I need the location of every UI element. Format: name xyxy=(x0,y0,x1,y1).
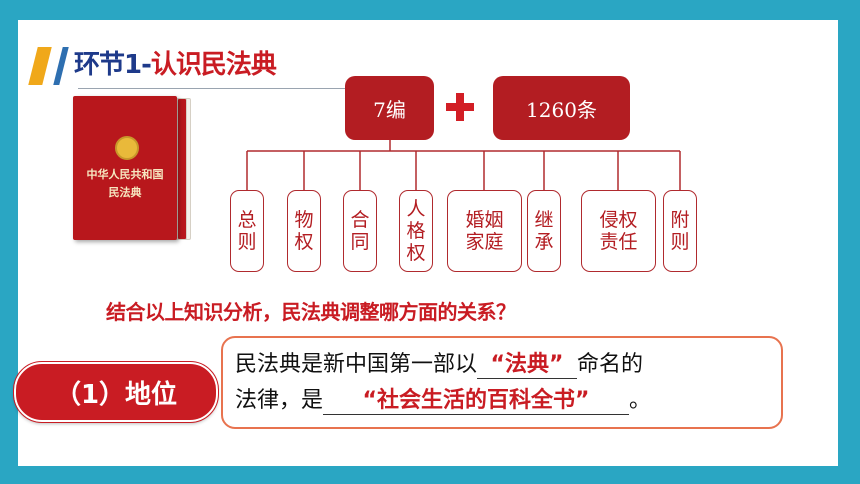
part-personality-rights: 人 格 权 xyxy=(399,190,433,272)
part-succession: 继 承 xyxy=(527,190,561,272)
section-title: 环节1-认识民法典 xyxy=(74,50,277,80)
answer-line-1: 民法典是新中国第一部以“法典”命名的 xyxy=(235,346,643,379)
part-supplementary: 附 则 xyxy=(663,190,697,272)
header-underline xyxy=(78,88,346,89)
part-general-provisions: 总 则 xyxy=(230,190,264,272)
answer-line-2: 法律，是“社会生活的百科全书”。 xyxy=(235,382,651,415)
answer-box: 民法典是新中国第一部以“法典”命名的 法律，是“社会生活的百科全书”。 xyxy=(221,336,783,429)
box-chapters: 7编 xyxy=(345,76,434,140)
part-real-rights: 物 权 xyxy=(287,190,321,272)
answer-blank-2: “社会生活的百科全书” xyxy=(323,382,630,415)
section-label-status: （1）地位 xyxy=(13,361,219,423)
plus-icon xyxy=(446,93,474,121)
answer-text: 命名的 xyxy=(577,352,644,377)
part-tort-liability: 侵权 责任 xyxy=(581,190,656,272)
box-articles: 1260条 xyxy=(493,76,630,140)
book-title-line2: 民法典 xyxy=(108,186,142,199)
answer-text: 民法典是新中国第一部以 xyxy=(235,352,478,377)
answer-text: 。 xyxy=(629,388,652,413)
book-cover: 中华人民共和国 民法典 xyxy=(73,96,177,240)
book-spine xyxy=(177,98,187,240)
answer-blank-1: “法典” xyxy=(477,346,578,379)
book-title-line1: 中华人民共和国 xyxy=(86,168,164,181)
national-emblem-icon xyxy=(115,136,139,160)
part-contracts: 合 同 xyxy=(343,190,377,272)
discussion-question: 结合以上知识分析，民法典调整哪方面的关系？ xyxy=(106,300,516,324)
answer-text: 法律，是 xyxy=(235,388,324,413)
part-marriage-family: 婚姻 家庭 xyxy=(447,190,522,272)
civil-code-book-image: 中华人民共和国 民法典 xyxy=(73,96,191,240)
